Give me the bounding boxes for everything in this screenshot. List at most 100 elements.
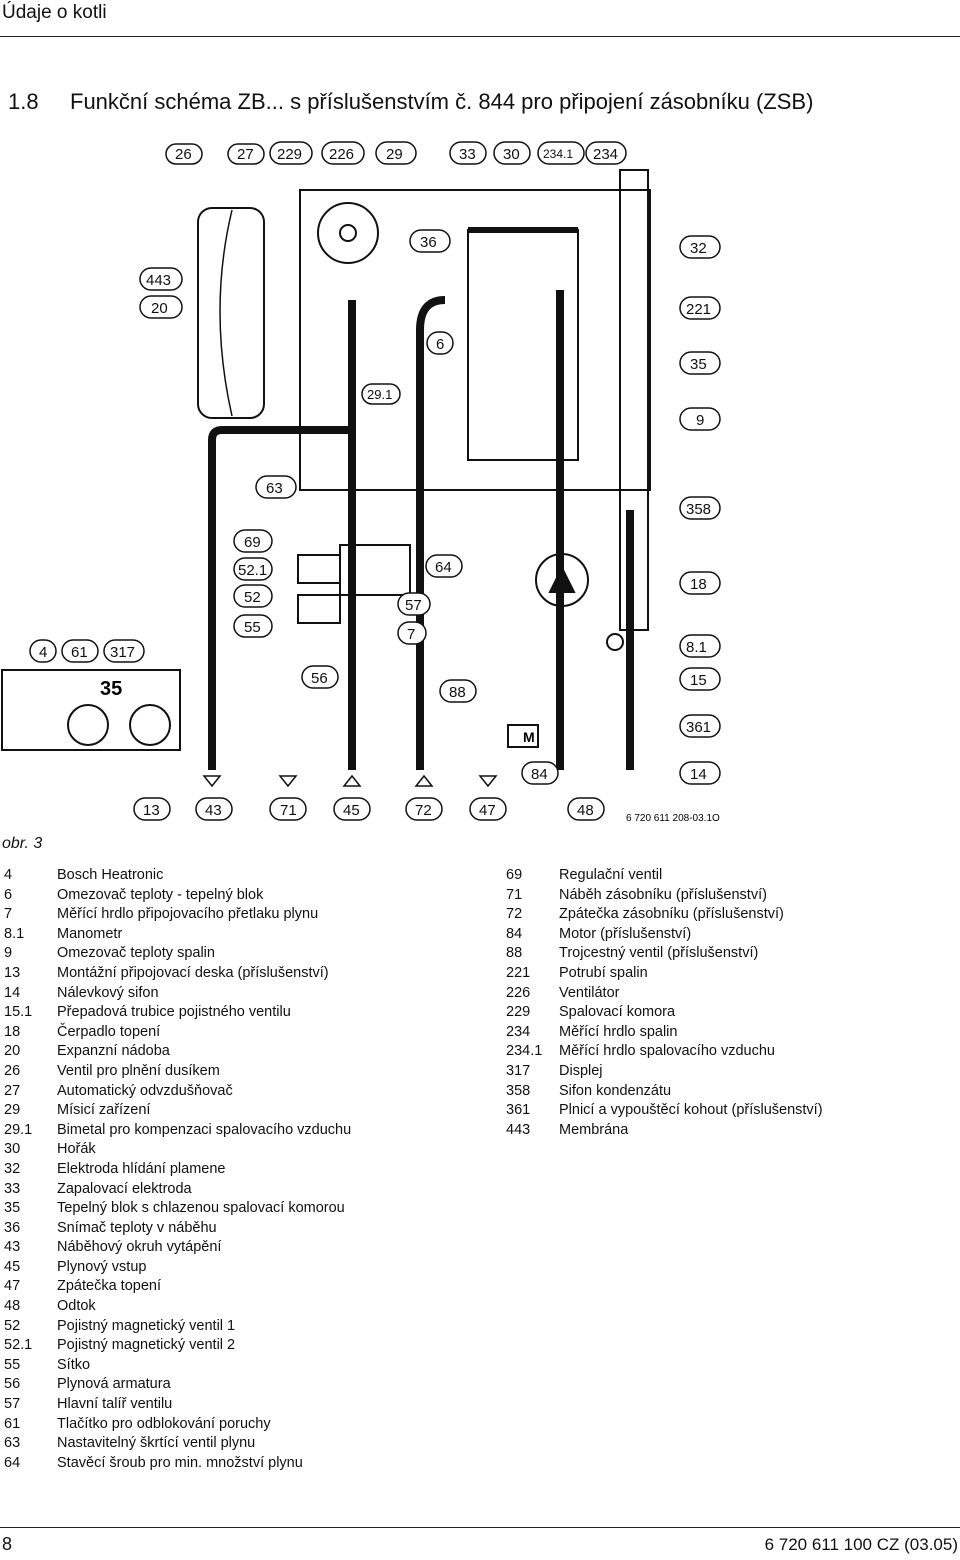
- label-20: 20: [151, 300, 168, 317]
- motor-84: [507, 724, 539, 748]
- legend-text: Nálevkový sifon: [57, 984, 159, 1001]
- legend-text: Expanzní nádoba: [57, 1043, 170, 1060]
- label-61: 61: [71, 644, 88, 661]
- legend-text: Čerpadlo topení: [57, 1023, 161, 1040]
- label-57: 57: [405, 597, 422, 614]
- legend-key: 52: [4, 1317, 21, 1334]
- legend-key: 15.1: [4, 1004, 33, 1021]
- label-361: 361: [686, 719, 711, 736]
- label-30: 30: [503, 146, 520, 163]
- legend-text: Zapalovací elektroda: [57, 1180, 192, 1197]
- legend-text: Automatický odvzdušňovač: [57, 1082, 233, 1099]
- legend-key: 43: [4, 1239, 21, 1256]
- legend-key: 29.1: [4, 1121, 33, 1138]
- gas-valve-52: [297, 554, 341, 584]
- label-32: 32: [690, 240, 707, 257]
- legend-text: Motor (příslušenství): [559, 925, 692, 942]
- label-226: 226: [329, 146, 354, 163]
- boiler-diagram: M 35 26 27 229 226 29 33 30 234.1 234 32…: [1, 141, 721, 824]
- legend-item: 9 Omezovač teploty spalin: [4, 944, 351, 964]
- return-pipe: [416, 296, 446, 770]
- control-panel: [1, 669, 181, 751]
- label-29-1: 29.1: [367, 387, 392, 402]
- legend-text: Náběhový okruh vytápění: [57, 1239, 222, 1256]
- legend-key: 57: [4, 1396, 21, 1413]
- legend-text: Omezovač teploty - tepelný blok: [57, 886, 264, 903]
- legend-text: Měřící hrdlo připojovacího přetlaku plyn…: [57, 906, 319, 923]
- legend-text: Náběh zásobníku (příslušenství): [559, 886, 767, 903]
- legend-key: 72: [506, 906, 523, 923]
- legend-key: 69: [506, 867, 523, 883]
- legend-key: 29: [4, 1102, 21, 1119]
- legend-item: 15.1 Přepadová trubice pojistného ventilu: [4, 1003, 351, 1023]
- legend-key: 48: [4, 1298, 21, 1315]
- dial-right: [129, 704, 171, 746]
- label-9: 9: [696, 412, 704, 429]
- gas-valve-55: [297, 594, 341, 624]
- legend-key: 55: [4, 1356, 21, 1373]
- legend-key: 6: [4, 886, 13, 903]
- combustion-chamber: [299, 189, 651, 491]
- legend-text: Elektroda hlídání plamene: [57, 1160, 226, 1177]
- label-6: 6: [436, 336, 444, 353]
- legend-text: Omezovač teploty spalin: [57, 945, 215, 962]
- legend-text: Potrubí spalin: [559, 964, 648, 981]
- label-35: 35: [690, 356, 707, 373]
- legend-text: Plynová armatura: [57, 1376, 171, 1393]
- label-27: 27: [237, 146, 254, 163]
- legend-text: Montážní připojovací deska (příslušenstv…: [57, 964, 329, 981]
- legend-text: Bosch Heatronic: [57, 867, 164, 883]
- legend-text: Měřící hrdlo spalin: [559, 1023, 678, 1040]
- header-title: Údaje o kotli: [2, 2, 107, 23]
- legend-text: Zpátečka zásobníku (příslušenství): [559, 906, 784, 923]
- legend-item: 32 Elektroda hlídání plamene: [4, 1160, 351, 1180]
- legend-text: Přepadová trubice pojistného ventilu: [57, 1004, 291, 1021]
- legend-text: Pojistný magnetický ventil 2: [57, 1337, 236, 1354]
- legend-key: 27: [4, 1082, 21, 1099]
- label-234-1: 234.1: [543, 147, 573, 161]
- legend-key: 33: [4, 1180, 21, 1197]
- section-title: Funkční schéma ZB... s příslušenstvím č.…: [70, 89, 814, 114]
- legend-text: Odtok: [57, 1298, 96, 1315]
- label-15: 15: [690, 672, 707, 689]
- label-7: 7: [407, 626, 415, 643]
- legend-item: 6 Omezovač teploty - tepelný blok: [4, 886, 351, 906]
- legend-key: 63: [4, 1435, 21, 1452]
- label-56: 56: [311, 670, 328, 687]
- legend-key: 32: [4, 1160, 21, 1177]
- label-18: 18: [690, 576, 707, 593]
- label-14: 14: [690, 766, 707, 783]
- label-4: 4: [39, 644, 47, 661]
- page-footer: 8 6 720 611 100 CZ (03.05): [0, 1527, 960, 1560]
- legend-key: 47: [4, 1278, 21, 1295]
- legend-text: Trojcestný ventil (příslušenství): [559, 945, 759, 962]
- display-value: 35: [100, 678, 122, 700]
- label-55: 55: [244, 619, 261, 636]
- legend-key: 14: [4, 984, 21, 1001]
- legend-key: 18: [4, 1023, 21, 1040]
- legend-key: 9: [4, 945, 13, 962]
- label-72: 72: [415, 802, 432, 819]
- legend-item: 72 Zpátečka zásobníku (příslušenství): [506, 905, 823, 925]
- page-number: 8: [2, 1534, 13, 1554]
- label-234: 234: [593, 146, 618, 163]
- label-52-1: 52.1: [238, 562, 267, 579]
- label-26: 26: [175, 146, 192, 163]
- legend-key: 64: [4, 1454, 21, 1471]
- label-8-1: 8.1: [686, 639, 707, 656]
